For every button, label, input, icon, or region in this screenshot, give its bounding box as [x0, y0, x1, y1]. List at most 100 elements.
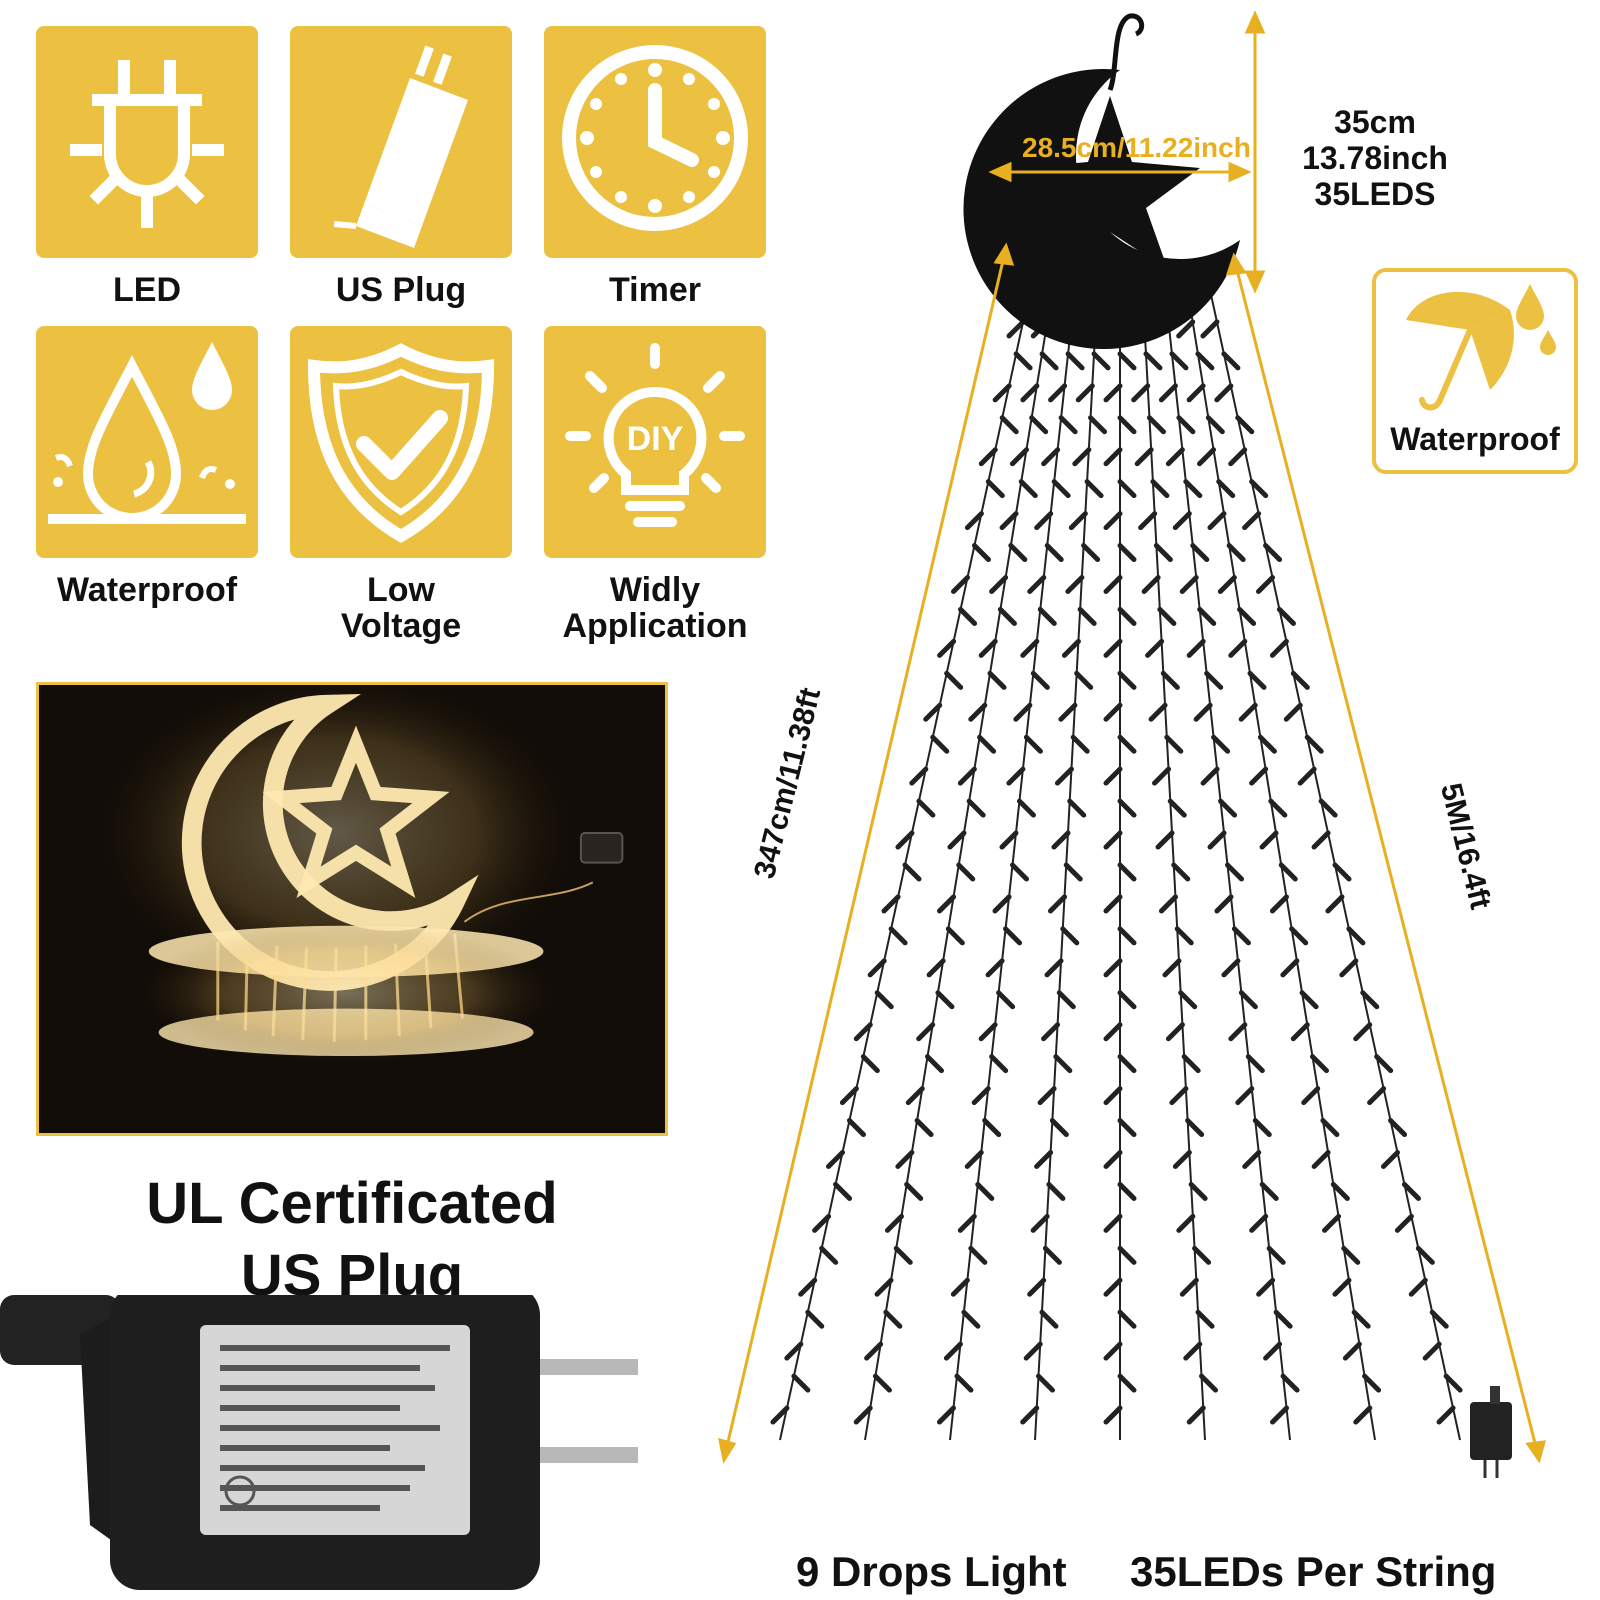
led-bulb	[1010, 862, 1029, 882]
led-bulb	[1362, 1373, 1382, 1393]
led-bulb	[1013, 351, 1033, 371]
led-bulb	[1183, 479, 1203, 499]
led-bulb	[1235, 1086, 1255, 1106]
led-bulb	[888, 926, 908, 946]
led-bulb	[943, 1341, 963, 1361]
led-bulb	[923, 702, 943, 722]
led-bulb	[978, 447, 998, 467]
led-bulb	[1360, 990, 1380, 1010]
led-bulb	[966, 798, 986, 818]
led-bulb	[1299, 990, 1319, 1010]
led-bulb	[1176, 415, 1196, 435]
led-controller-plug-image	[0, 1295, 680, 1600]
led-bulb	[1186, 383, 1206, 403]
led-bulb	[1388, 1118, 1408, 1138]
led-bulb	[1310, 1054, 1329, 1074]
led-bulb	[1237, 606, 1257, 626]
led-bulb	[1290, 1022, 1310, 1042]
feature-label-timer: Timer	[609, 271, 701, 309]
led-bulb	[936, 1405, 956, 1425]
leds-per-string-caption: 35LEDs Per String	[1130, 1548, 1497, 1595]
led-bulb	[1103, 383, 1123, 403]
led-bulb	[1141, 575, 1161, 594]
led-bulb	[1178, 990, 1198, 1010]
top-width-dimension: 28.5cm/11.22inch	[1022, 132, 1251, 163]
led-bulb	[884, 1213, 904, 1233]
led-bulb	[1065, 575, 1085, 594]
led-bulb	[1037, 606, 1057, 626]
led-bulb	[1070, 734, 1090, 754]
led-bulb	[1143, 351, 1163, 371]
led-bulb	[798, 1277, 818, 1297]
led-bulb	[1148, 702, 1168, 722]
led-bulb	[1183, 1341, 1203, 1361]
led-bulb	[1048, 894, 1068, 914]
led-bulb	[1214, 383, 1234, 403]
led-bulb	[1211, 734, 1231, 754]
led-bulb	[1195, 1309, 1215, 1329]
led-bulb	[902, 862, 922, 882]
led-bulb	[1103, 766, 1123, 786]
led-bulb	[1146, 415, 1166, 435]
led-bulb	[1270, 1405, 1290, 1425]
led-bulb	[1252, 1118, 1272, 1138]
feature-label-widly-application-line1: Widly	[609, 571, 701, 609]
led-bulb	[1259, 1181, 1279, 1201]
feature-tile-low-voltage	[290, 326, 512, 558]
feature-tile-led	[36, 26, 258, 258]
led-bulb	[1259, 830, 1279, 850]
led-bulb	[881, 894, 901, 914]
led-bulb	[853, 1405, 873, 1425]
led-bulb	[1197, 606, 1217, 626]
led-bulb	[1117, 670, 1137, 690]
feature-label-waterproof: Waterproof	[56, 571, 238, 609]
led-bulb	[819, 1245, 839, 1265]
ul-certificated-line1: UL Certificated	[146, 1171, 558, 1236]
led-bulb	[1103, 638, 1123, 658]
led-bulb	[1134, 447, 1154, 467]
led-bulb	[1044, 958, 1064, 978]
led-bulb	[1429, 1309, 1449, 1329]
led-bulb	[1088, 415, 1108, 435]
led-bulb	[996, 990, 1016, 1010]
led-bulb	[989, 1054, 1009, 1074]
led-bulb	[1273, 1309, 1293, 1329]
led-bulb	[1304, 734, 1324, 754]
led-bulb	[1009, 447, 1029, 467]
led-bulb	[1034, 1150, 1054, 1169]
led-bulb	[985, 479, 1005, 499]
led-bulb	[1060, 926, 1080, 946]
led-bulb	[1242, 511, 1262, 531]
led-bulb	[1164, 734, 1184, 754]
led-bulb	[1091, 351, 1111, 371]
led-bulb	[977, 734, 997, 754]
led-bulb	[945, 926, 965, 946]
led-bulb	[1103, 1277, 1123, 1297]
led-bulb	[957, 766, 977, 786]
led-bulb	[846, 1118, 866, 1138]
led-bulb	[1195, 351, 1215, 371]
led-bulb	[1068, 511, 1088, 531]
diy-bulb-icon: DIY	[565, 343, 745, 527]
led-bulb	[839, 1086, 859, 1106]
led-bulb	[1283, 702, 1303, 722]
led-bulb	[1016, 798, 1036, 818]
led-bulb	[999, 830, 1019, 850]
led-bulb	[1103, 447, 1123, 467]
led-bulb	[1408, 1277, 1428, 1297]
led-bulb	[1117, 415, 1137, 435]
led-bulb	[1030, 1213, 1050, 1233]
led-bulb	[1257, 734, 1277, 754]
led-bulb	[1221, 351, 1241, 371]
led-bulb	[956, 862, 976, 882]
led-bulb	[1238, 702, 1258, 722]
led-bulb	[1290, 670, 1310, 690]
led-bulb	[1131, 383, 1151, 403]
led-bulb	[1103, 702, 1123, 722]
led-bulb	[982, 1118, 1002, 1138]
led-bulb	[1117, 543, 1137, 563]
led-bulb	[1322, 1213, 1342, 1233]
led-bulb	[1179, 575, 1199, 594]
led-bulb	[1280, 1373, 1300, 1393]
lead-length-line	[1233, 261, 1540, 1456]
